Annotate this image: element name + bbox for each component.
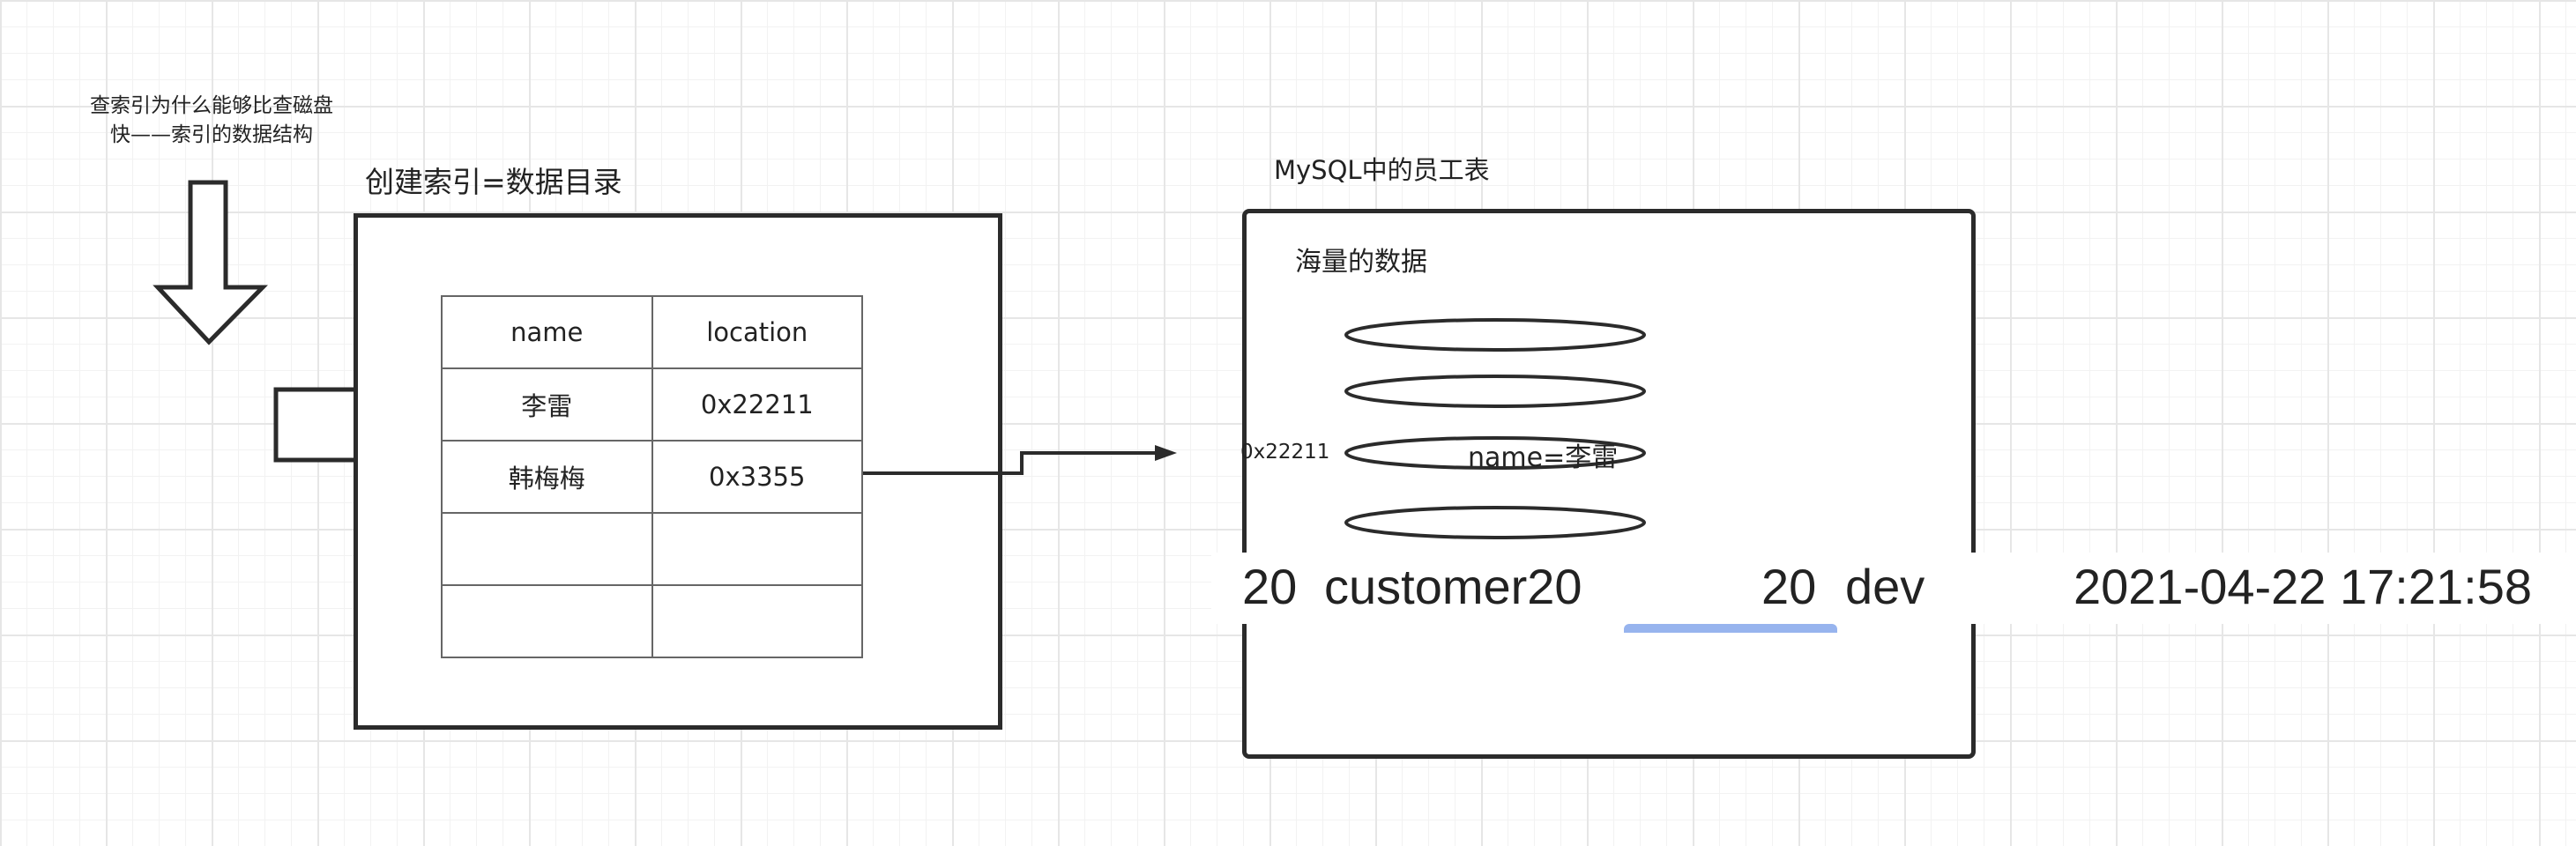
cell: 李雷 xyxy=(441,367,653,442)
overlay-row: 20 customer20 20 dev 2021-04-22 17:21:58 xyxy=(1211,553,2576,624)
header-location: location xyxy=(651,295,863,369)
note-line-2: 快——索引的数据结构 xyxy=(110,123,313,146)
record-ellipse xyxy=(1344,436,1646,470)
cell xyxy=(441,584,653,658)
mysql-title: MySQL中的员工表 xyxy=(1274,155,1490,185)
header-name: name xyxy=(441,295,653,369)
connector-line xyxy=(863,451,1155,475)
record-label: name=李雷 xyxy=(1468,442,1619,473)
cell xyxy=(651,584,863,658)
address-label: 0x22211 xyxy=(1240,441,1330,464)
cell xyxy=(441,512,653,586)
row-num: 20 xyxy=(1761,559,1817,614)
down-arrow xyxy=(153,180,268,345)
table-row xyxy=(441,512,863,586)
selection-highlight xyxy=(1624,624,1837,633)
note-line-1: 查索引为什么能够比查磁盘 xyxy=(90,94,333,117)
record-ellipse xyxy=(1344,375,1646,408)
mysql-box xyxy=(1242,209,1976,759)
row-dept: dev xyxy=(1845,559,1925,614)
row-name: customer20 xyxy=(1324,559,1582,614)
table-row xyxy=(441,584,863,658)
connector-arrowhead xyxy=(1155,445,1177,461)
record-ellipse xyxy=(1344,318,1646,352)
cell: 0x22211 xyxy=(651,367,863,442)
row-time: 2021-04-22 17:21:58 xyxy=(2073,559,2532,614)
cell xyxy=(651,512,863,586)
question-note: 查索引为什么能够比查磁盘 快——索引的数据结构 xyxy=(53,92,370,150)
index-title: 创建索引=数据目录 xyxy=(365,165,622,199)
row-id: 20 xyxy=(1242,559,1298,614)
record-ellipse xyxy=(1344,506,1646,539)
cell: 韩梅梅 xyxy=(441,440,653,514)
cell: 0x3355 xyxy=(651,440,863,514)
data-subtitle: 海量的数据 xyxy=(1295,247,1427,278)
